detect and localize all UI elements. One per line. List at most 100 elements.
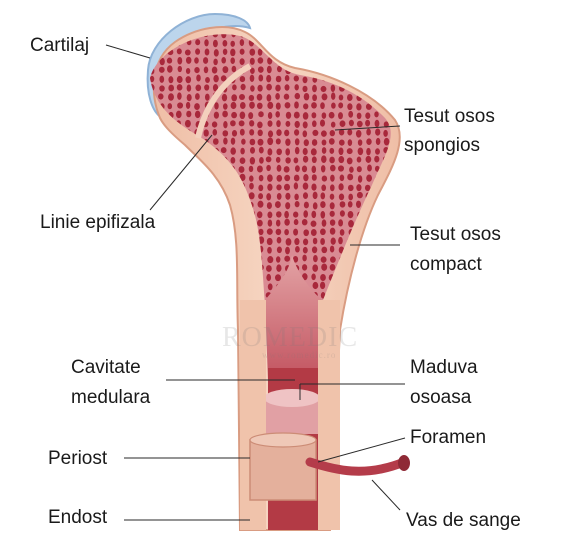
spongy-pore: [348, 193, 354, 201]
spongy-pore: [231, 291, 237, 299]
spongy-pore: [185, 229, 191, 236]
spongy-pore: [159, 300, 165, 305]
spongy-pore: [266, 265, 272, 272]
spongy-pore: [357, 147, 364, 156]
spongy-pore: [185, 291, 191, 300]
spongy-pore: [320, 165, 326, 173]
spongy-pore: [284, 102, 291, 109]
spongy-pore: [338, 102, 344, 109]
spongy-pore: [157, 156, 164, 163]
spongy-pore: [212, 227, 218, 235]
spongy-pore: [213, 111, 219, 119]
spongy-pore: [294, 200, 300, 208]
spongy-pore: [213, 301, 219, 305]
spongy-pore: [328, 138, 335, 145]
leader-foramen: [317, 437, 406, 463]
spongy-pore: [348, 119, 354, 127]
spongy-pore: [383, 57, 389, 64]
spongy-pore: [220, 75, 227, 82]
spongy-pore: [384, 102, 391, 110]
spongy-pore: [384, 273, 391, 280]
spongy-pore: [365, 112, 371, 120]
spongy-pore: [211, 192, 218, 200]
spongy-pore: [176, 84, 183, 91]
spongy-pore: [267, 183, 273, 191]
spongy-pore: [185, 255, 191, 262]
spongy-pore: [329, 38, 335, 47]
spongy-pore: [312, 237, 318, 245]
spongy-pore: [293, 228, 299, 236]
spongy-pore: [159, 34, 164, 38]
spongy-pore: [150, 290, 154, 298]
spongy-pore: [329, 129, 335, 137]
spongy-pore: [275, 156, 281, 163]
spongy-pore: [310, 148, 317, 156]
spongy-pore: [275, 75, 282, 83]
spongy-pore: [150, 283, 155, 290]
spongy-pore: [158, 200, 165, 208]
spongy-pore: [194, 264, 200, 272]
spongy-pore: [331, 102, 336, 109]
spongy-pore: [222, 110, 228, 118]
spongy-pore: [176, 273, 182, 281]
spongy-pore: [339, 229, 345, 236]
spongy-pore: [393, 300, 398, 307]
spongy-pore: [194, 281, 201, 289]
spongy-pore: [194, 67, 200, 74]
spongy-pore: [266, 65, 272, 74]
spongy-pore: [357, 175, 363, 183]
spongy-pore: [384, 237, 390, 246]
spongy-pore: [257, 84, 263, 92]
spongy-pore: [204, 264, 210, 272]
spongy-pore: [212, 39, 218, 48]
spongy-pore: [167, 202, 173, 210]
spongy-pore: [329, 202, 335, 210]
spongy-pore: [168, 246, 174, 253]
spongy-pore: [167, 157, 173, 164]
spongy-pore: [347, 40, 353, 47]
spongy-pore: [150, 129, 156, 137]
spongy-pore: [220, 238, 227, 246]
spongy-pore: [302, 38, 309, 46]
spongy-pore: [267, 246, 272, 254]
spongy-pore: [249, 147, 256, 154]
spongy-pore: [158, 265, 164, 272]
spongy-pore: [211, 66, 218, 74]
spongy-pore: [213, 237, 219, 245]
spongy-pore: [320, 211, 326, 219]
spongy-pore: [320, 201, 326, 209]
spongy-pore: [204, 84, 210, 91]
spongy-pore: [276, 174, 283, 182]
spongy-pore: [392, 49, 398, 56]
spongy-pore: [267, 174, 273, 182]
spongy-pore: [176, 48, 182, 55]
label-vas-de-sange: Vas de sange: [406, 510, 521, 531]
spongy-pore: [329, 193, 335, 200]
spongy-pore: [375, 219, 382, 227]
spongy-pore: [176, 265, 182, 272]
spongy-pore: [194, 255, 201, 263]
spongy-pore: [158, 246, 165, 254]
spongy-pore: [203, 173, 210, 181]
spongy-pore: [257, 48, 263, 56]
spongy-pore: [166, 272, 173, 281]
spongy-pore: [329, 66, 335, 74]
spongy-pore: [250, 67, 255, 74]
spongy-pore: [321, 155, 327, 163]
spongy-pore: [365, 264, 371, 273]
spongy-pore: [373, 247, 380, 255]
label-maduva-1: Maduva: [410, 357, 478, 378]
spongy-pore: [176, 173, 183, 182]
spongy-pore: [275, 102, 281, 110]
spongy-pore: [321, 263, 328, 271]
spongy-pore: [312, 120, 317, 128]
label-cartilaj: Cartilaj: [30, 35, 90, 56]
spongy-pore: [347, 139, 353, 146]
spongy-pore: [186, 282, 193, 290]
spongy-pore: [383, 219, 389, 226]
spongy-pore: [238, 166, 245, 173]
spongy-pore: [221, 34, 227, 39]
spongy-pore: [330, 121, 336, 128]
spongy-pore: [393, 255, 398, 262]
